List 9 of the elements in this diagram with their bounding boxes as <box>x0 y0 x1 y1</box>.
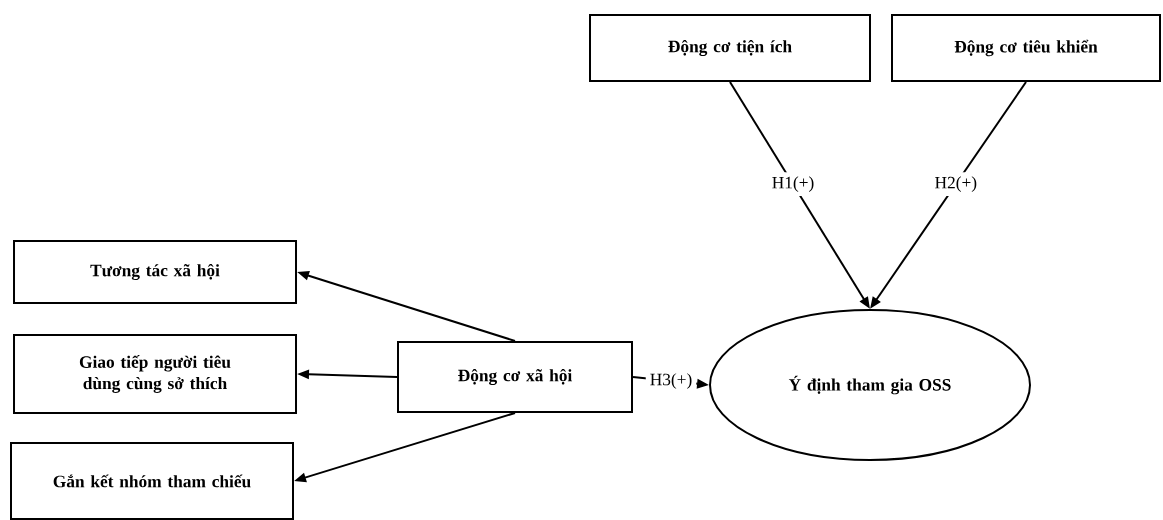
concept-box: Động cơ tiêu khiển <box>891 14 1161 82</box>
concept-box: Tương tác xã hội <box>13 240 297 304</box>
edge-label: H3(+) <box>645 369 697 393</box>
concept-box: Động cơ tiện ích <box>589 14 871 82</box>
concept-box: Động cơ xã hội <box>397 341 633 413</box>
concept-box: Gắn kết nhóm tham chiếu <box>10 442 294 520</box>
concept-box: Giao tiếp người tiêu dùng cùng sở thích <box>13 334 297 414</box>
edge-label: H1(+) <box>767 172 819 196</box>
edge-label: H2(+) <box>930 172 982 196</box>
